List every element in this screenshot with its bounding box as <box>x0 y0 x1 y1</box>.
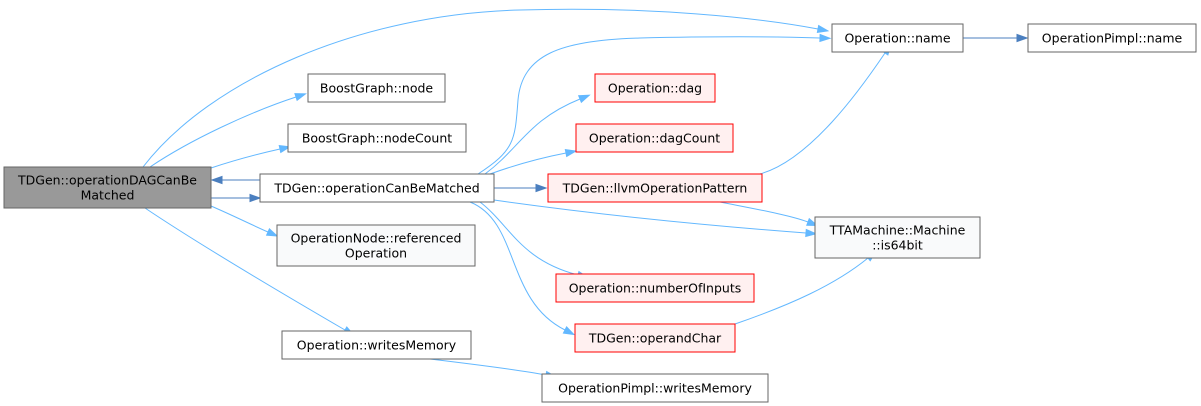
edge-arrowhead <box>819 33 832 43</box>
node-is64[interactable]: TTAMachine::Machine::is64bit <box>814 216 981 259</box>
node-box <box>831 23 964 53</box>
edge-line <box>719 201 809 223</box>
edge-line <box>734 257 869 325</box>
node-label-line: OperationPimpl::name <box>1042 31 1183 46</box>
edge-arrowhead <box>535 183 548 193</box>
edge-writes-to-pimplwrites <box>429 358 558 380</box>
edge-arrowhead <box>249 193 262 203</box>
edge-focus-to-bgnode <box>149 93 307 168</box>
edge-line <box>759 52 886 175</box>
node-box <box>3 166 212 209</box>
node-label-line: BoostGraph::nodeCount <box>302 131 452 146</box>
node-box <box>1027 23 1197 53</box>
edge-arrowhead <box>805 228 818 238</box>
node-llvm[interactable]: TDGen::llvmOperationPattern <box>547 173 763 203</box>
node-label-line: Operation <box>345 246 407 261</box>
node-box <box>574 323 736 353</box>
node-label-line: Operation::name <box>844 31 950 46</box>
node-pimplname[interactable]: OperationPimpl::name <box>1027 23 1197 53</box>
node-box <box>594 73 716 103</box>
edge-line <box>489 152 567 175</box>
node-box <box>575 123 734 153</box>
edge-arrowhead <box>210 175 223 185</box>
edge-line <box>479 201 579 276</box>
edge-line <box>429 358 547 376</box>
node-label-line: Operation::dagCount <box>589 131 720 146</box>
node-opname[interactable]: Operation::name <box>831 23 964 53</box>
edge-canbe-to-opchar <box>469 201 576 336</box>
edge-llvm-to-is64 <box>719 201 819 227</box>
edge-arrowhead <box>562 326 576 336</box>
edge-arrowhead <box>265 227 279 237</box>
node-label-line: Matched <box>81 188 135 203</box>
edge-arrowhead <box>564 148 578 158</box>
node-label-line: TDGen::operationDAGCanBe <box>17 173 197 188</box>
node-opchar[interactable]: TDGen::operandChar <box>574 323 736 353</box>
edge-arrowhead <box>577 94 591 104</box>
edge-llvm-to-opname <box>759 43 892 175</box>
edge-arrowhead <box>278 145 292 154</box>
node-label-line: TDGen::llvmOperationPattern <box>562 181 748 196</box>
edge-line <box>149 96 297 168</box>
edge-line <box>210 205 269 233</box>
edge-canbe-to-numin <box>479 201 590 279</box>
edge-arrowhead <box>816 24 830 34</box>
node-label-line: Operation::numberOfInputs <box>569 281 742 296</box>
node-pimplwrites[interactable]: OperationPimpl::writesMemory <box>541 373 769 403</box>
edge-canbe-to-dag <box>484 94 591 175</box>
node-label-line: TDGen::operationCanBeMatched <box>273 181 479 196</box>
edge-line <box>493 199 807 234</box>
node-box <box>541 373 769 403</box>
edge-canbe-to-llvm <box>494 183 548 193</box>
edge-opchar-to-is64 <box>734 250 877 325</box>
node-box <box>814 216 981 259</box>
node-canbe[interactable]: TDGen::operationCanBeMatched <box>259 173 495 203</box>
call-nodes: TDGen::operationDAGCanBeMatchedOperation… <box>3 23 1197 403</box>
node-box <box>259 173 495 203</box>
node-box <box>281 330 472 360</box>
node-label-line: TDGen::operandChar <box>588 331 722 346</box>
edge-canbe-to-opname <box>477 33 832 175</box>
edge-line <box>469 201 566 331</box>
edge-arrowhead <box>1016 33 1029 43</box>
edge-arrowhead <box>294 93 307 102</box>
call-edges <box>142 8 1029 380</box>
node-label-line: OperationPimpl::writesMemory <box>558 381 752 396</box>
edge-focus-to-refop <box>210 205 279 237</box>
node-label-line: BoostGraph::node <box>320 81 434 96</box>
edge-canbe-to-dagcount <box>489 148 578 175</box>
node-writes[interactable]: Operation::writesMemory <box>281 330 472 360</box>
edge-line <box>477 36 821 175</box>
edge-line <box>142 8 819 168</box>
node-bgcount[interactable]: BoostGraph::nodeCount <box>287 123 467 153</box>
node-dagcount[interactable]: Operation::dagCount <box>575 123 734 153</box>
edge-focus-to-canbe <box>211 193 262 203</box>
node-box <box>555 273 755 303</box>
node-box <box>276 224 476 267</box>
node-box <box>547 173 763 203</box>
edge-opname-to-pimplname <box>963 33 1029 43</box>
edge-line <box>144 207 346 331</box>
edge-canbe-to-focus <box>210 175 260 185</box>
node-label-line: TTAMachine::Machine <box>829 223 966 238</box>
node-label-line: ::is64bit <box>872 238 923 253</box>
node-bgnode[interactable]: BoostGraph::node <box>307 73 446 103</box>
node-label-line: OperationNode::referenced <box>291 231 462 246</box>
node-dag[interactable]: Operation::dag <box>594 73 716 103</box>
edge-canbe-to-is64 <box>493 199 818 238</box>
edge-line <box>210 148 281 169</box>
node-label-line: Operation::dag <box>608 81 702 96</box>
edge-focus-to-bgcount <box>210 145 292 169</box>
edge-line <box>484 98 581 175</box>
node-label-line: Operation::writesMemory <box>297 338 457 353</box>
edge-focus-to-opname <box>142 8 830 168</box>
node-numin[interactable]: Operation::numberOfInputs <box>555 273 755 303</box>
node-box <box>307 73 446 103</box>
node-box <box>287 123 467 153</box>
